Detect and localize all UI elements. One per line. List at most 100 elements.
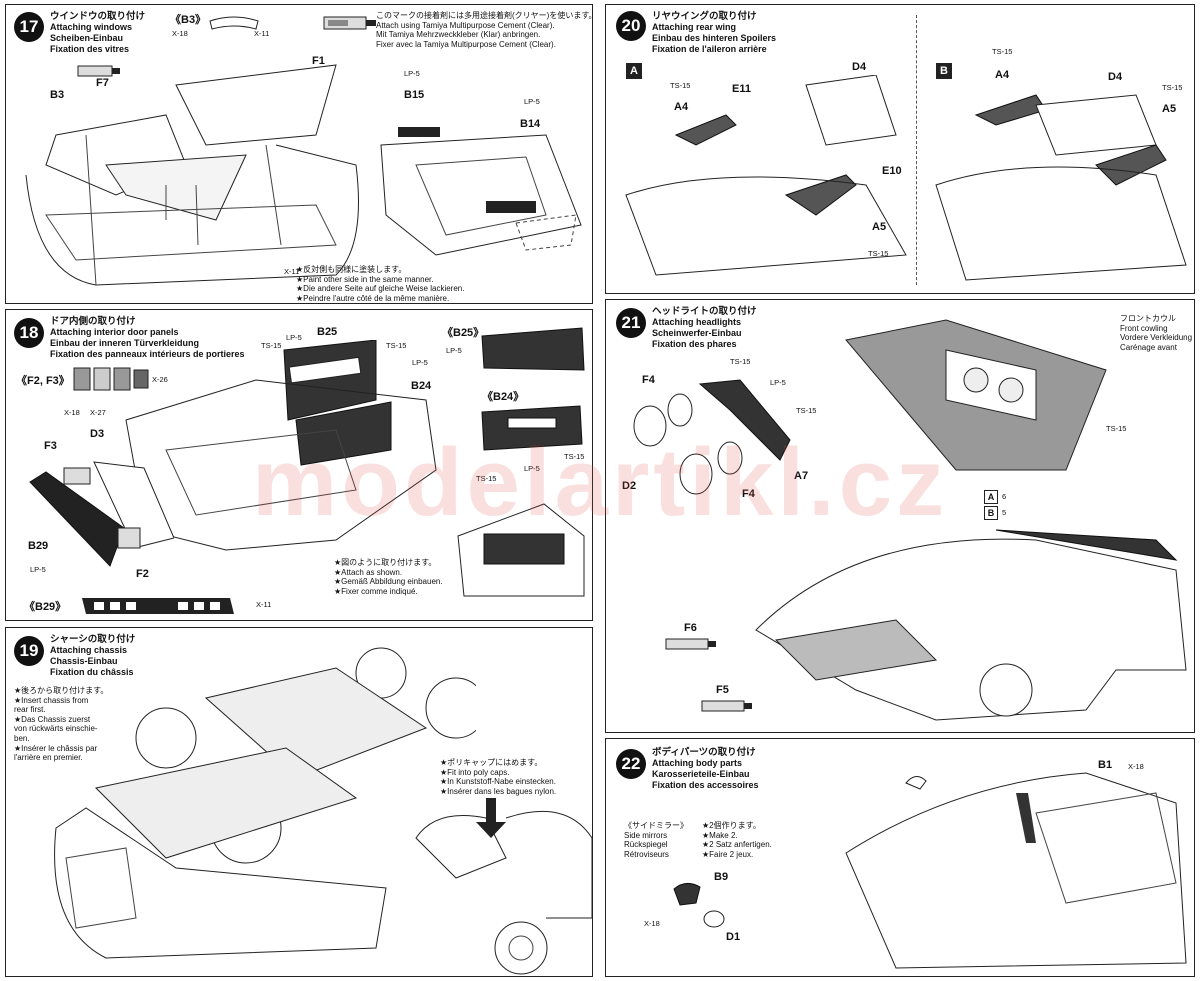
door-detail-drawing <box>454 496 590 600</box>
paint-de: ★Die andere Seite auf gleiche Weise lack… <box>296 284 465 294</box>
side-mirrors-label: 《サイドミラー》 Side mirrors Rückspiegel Rétrov… <box>624 821 688 859</box>
side-mirror-drawing <box>666 879 756 939</box>
paint-x18: X-18 <box>64 408 80 417</box>
step-17-panel: 17 ウインドウの取り付け Attaching windows Scheiben… <box>5 4 593 304</box>
paint-x18: X-18 <box>1128 762 1144 771</box>
step-number: 22 <box>616 749 646 779</box>
attach-de: ★Gemäß Abbildung einbauen. <box>334 577 443 587</box>
ts15-label: TS-15 <box>1162 83 1183 92</box>
title-en: Attaching windows <box>50 22 132 32</box>
b24-detail-title: 《B24》 <box>482 391 525 403</box>
part-e10: E10 <box>882 165 902 177</box>
b3-detail-title: 《B3》 <box>170 14 207 26</box>
title-de: Einbau der inneren Türverkleidung <box>50 338 200 348</box>
attach-jp: ★図のように取り付けます。 <box>334 558 437 567</box>
paint-x18: X-18 <box>644 919 660 928</box>
attach-note: ★図のように取り付けます。 ★Attach as shown. ★Gemäß A… <box>334 558 443 596</box>
lp5-label: LP-5 <box>524 464 540 473</box>
poly-fr: ★Insérer dans les bagues nylon. <box>440 786 557 796</box>
make2-en: ★Make 2. <box>702 830 738 840</box>
front-cowling-drawing <box>836 310 1116 480</box>
title-en: Attaching interior door panels <box>50 327 179 337</box>
step-18-panel: 18 ドア内側の取り付け Attaching interior door pan… <box>5 309 593 621</box>
body-window-drawing <box>16 45 376 295</box>
chassis-drawing <box>26 628 476 973</box>
make2-de: ★2 Satz anfertigen. <box>702 840 772 850</box>
cement-tube-icon <box>700 698 752 714</box>
paint-x11: X-11 <box>254 29 270 38</box>
cowl-en: Front cowling <box>1120 323 1168 333</box>
title-en: Attaching chassis <box>50 645 128 655</box>
part-a7: A7 <box>794 470 809 482</box>
part-d3: D3 <box>90 428 105 440</box>
poly-cap-note: ★ポリキャップにはめます。 ★Fit into poly caps. ★In K… <box>440 758 556 796</box>
divider <box>916 15 917 285</box>
part-d4: D4 <box>1108 71 1123 83</box>
ts15-label: TS-15 <box>796 406 817 415</box>
part-a4: A4 <box>995 69 1010 81</box>
title-jp: ドア内側の取り付け <box>50 316 136 327</box>
step-titles: リヤウイングの取り付け Attaching rear wing Einbau d… <box>652 11 776 55</box>
attach-en: ★Attach as shown. <box>334 567 403 577</box>
headlight-parts-drawing <box>620 370 810 500</box>
cowl-de: Vordere Verkleidung <box>1120 333 1193 343</box>
mirror-jp: 《サイドミラー》 <box>624 821 688 830</box>
trunk-drawing <box>376 127 591 265</box>
part-f4: F4 <box>742 488 755 500</box>
f2-f3-title: 《F2, F3》 <box>16 375 70 387</box>
title-fr: Fixation du châssis <box>50 667 134 677</box>
decal-6: 6 <box>1002 492 1007 501</box>
hand-wheel-drawing <box>396 798 592 976</box>
title-fr: Fixation des phares <box>652 339 737 349</box>
step-number: 21 <box>616 308 646 338</box>
ts15-label: TS-15 <box>868 249 889 258</box>
rear-wing-b-drawing <box>926 85 1191 285</box>
paint-note: ★反対側も同様に塗装します。 ★Paint other side in the … <box>296 265 464 303</box>
part-f6: F6 <box>684 622 697 634</box>
poly-de: ★In Kunststoff-Nabe einstecken. <box>440 777 556 787</box>
cement-note: このマークの接着剤には多用途接着剤(クリヤー)を使います。 Attach usi… <box>376 11 593 49</box>
part-a5: A5 <box>872 221 887 233</box>
seat-parts-drawing <box>68 364 158 398</box>
cowl-jp: フロントカウル <box>1120 314 1176 323</box>
step-number: 18 <box>14 318 44 348</box>
ts15-label: TS-15 <box>386 341 407 350</box>
part-a5: A5 <box>1162 103 1177 115</box>
rear-fr-1: ★Insérer le châssis par <box>14 743 98 753</box>
paint-x11: X-11 <box>256 600 272 609</box>
dash-panel-drawing <box>24 458 174 578</box>
part-e11: E11 <box>732 83 751 95</box>
part-b9: B9 <box>714 871 729 883</box>
lp5-label: LP-5 <box>524 97 540 106</box>
title-jp: ボディパーツの取り付け <box>652 747 756 758</box>
title-fr: Fixation de l'aileron arrière <box>652 44 767 54</box>
ts15-label: TS-15 <box>476 474 497 483</box>
lp5-label: LP-5 <box>412 358 428 367</box>
lp5-label: LP-5 <box>286 333 302 342</box>
title-fr: Fixation des vitres <box>50 44 130 54</box>
ts15-label: TS-15 <box>564 452 585 461</box>
b29-detail-title: 《B29》 <box>24 601 67 613</box>
lp5-label: LP-5 <box>446 346 462 355</box>
title-de: Einbau des hinteren Spoilers <box>652 33 777 43</box>
title-jp: リヤウイングの取り付け <box>652 11 757 22</box>
b25-detail-title: 《B25》 <box>442 327 485 339</box>
cement-en: Attach using Tamiya Multipurpose Cement … <box>376 20 555 30</box>
part-f3: F3 <box>44 440 57 452</box>
title-de: Scheiben-Einbau <box>50 33 124 43</box>
step-titles: ボディパーツの取り付け Attaching body parts Karosse… <box>652 747 759 791</box>
mirror-fr: Rétroviseurs <box>624 849 669 859</box>
part-d2: D2 <box>622 480 637 492</box>
poly-en: ★Fit into poly caps. <box>440 767 510 777</box>
title-de: Karosserieteile-Einbau <box>652 769 750 779</box>
b24-detail-drawing <box>478 404 588 454</box>
poly-jp: ★ポリキャップにはめます。 <box>440 758 543 767</box>
ts15-label: TS-15 <box>670 81 691 90</box>
paint-jp: ★反対側も同様に塗装します。 <box>296 265 407 274</box>
step-number: 20 <box>616 11 646 41</box>
insert-rear-note: ★後ろから取り付けます。 ★Insert chassis from rear f… <box>14 686 108 763</box>
attach-fr: ★Fixer comme indiqué. <box>334 586 418 596</box>
cement-jp: このマークの接着剤には多用途接着剤(クリヤー)を使います。 <box>376 11 593 20</box>
part-b1: B1 <box>1098 759 1113 771</box>
make2-fr: ★Faire 2 jeux. <box>702 849 754 859</box>
